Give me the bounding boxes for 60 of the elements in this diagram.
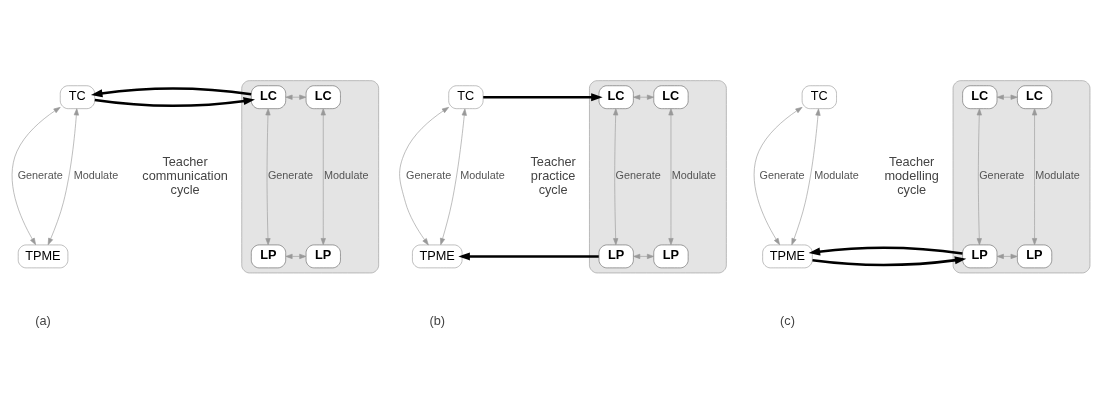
- arrow: [320, 107, 326, 245]
- edge-label: Modulate: [671, 168, 717, 181]
- arrow: [791, 108, 821, 245]
- arrow: [440, 108, 467, 245]
- arrow: [285, 94, 307, 100]
- arrow: [91, 86, 252, 97]
- arrow: [996, 94, 1018, 100]
- arrow: [11, 106, 61, 245]
- label: (b): [429, 312, 446, 328]
- node-box: LP: [251, 244, 286, 268]
- node-box: TC: [801, 84, 837, 109]
- arrow: [399, 106, 449, 245]
- arrow: [808, 246, 963, 256]
- node-box: LC: [305, 84, 341, 109]
- arrow: [483, 92, 603, 101]
- edge-label: Generate: [17, 168, 63, 181]
- node-box: LP: [653, 244, 689, 268]
- edge-label: Modulate: [814, 168, 859, 181]
- label: Teacher modelling cycle: [884, 153, 939, 197]
- edge-label: Modulate: [1035, 168, 1080, 181]
- node-box: TC: [448, 84, 484, 109]
- node-box: LC: [1017, 84, 1053, 109]
- node-box: TPME: [412, 244, 463, 268]
- node-box: LC: [598, 84, 634, 109]
- label: Teacher practice cycle: [530, 153, 576, 197]
- label: (c): [780, 312, 795, 328]
- arrow: [668, 107, 674, 245]
- edge-label: Modulate: [460, 168, 505, 181]
- node-box: TC: [59, 84, 95, 109]
- arrow: [633, 94, 655, 100]
- arrow: [94, 96, 255, 107]
- node-box: LC: [251, 84, 286, 109]
- arrow: [265, 107, 271, 245]
- node-box: LP: [305, 244, 341, 268]
- arrow: [47, 107, 79, 245]
- arrow: [458, 251, 599, 260]
- node-box: LC: [962, 84, 998, 109]
- node-box: LC: [653, 84, 689, 109]
- arrow: [753, 106, 803, 245]
- edge-label: Generate: [615, 168, 661, 181]
- arrow: [1032, 107, 1038, 245]
- edge-label: Generate: [406, 168, 452, 181]
- edge-label: Generate: [979, 168, 1025, 181]
- edge-label: Modulate: [323, 168, 369, 181]
- node-box: TPME: [762, 244, 813, 268]
- label: (a): [35, 312, 51, 328]
- edge-label: Modulate: [73, 168, 119, 181]
- arrow: [996, 253, 1018, 259]
- node-box: TPME: [17, 244, 69, 268]
- label: Teacher communication cycle: [142, 153, 228, 197]
- arrow: [812, 255, 967, 266]
- node-box: LP: [598, 244, 634, 268]
- edge-label: Generate: [759, 168, 805, 181]
- node-box: LP: [1017, 244, 1053, 268]
- node-box: LP: [962, 244, 998, 268]
- arrow: [976, 107, 982, 245]
- edge-label: Generate: [267, 168, 314, 181]
- arrow: [633, 253, 655, 259]
- arrow: [613, 107, 619, 245]
- arrow: [285, 253, 307, 259]
